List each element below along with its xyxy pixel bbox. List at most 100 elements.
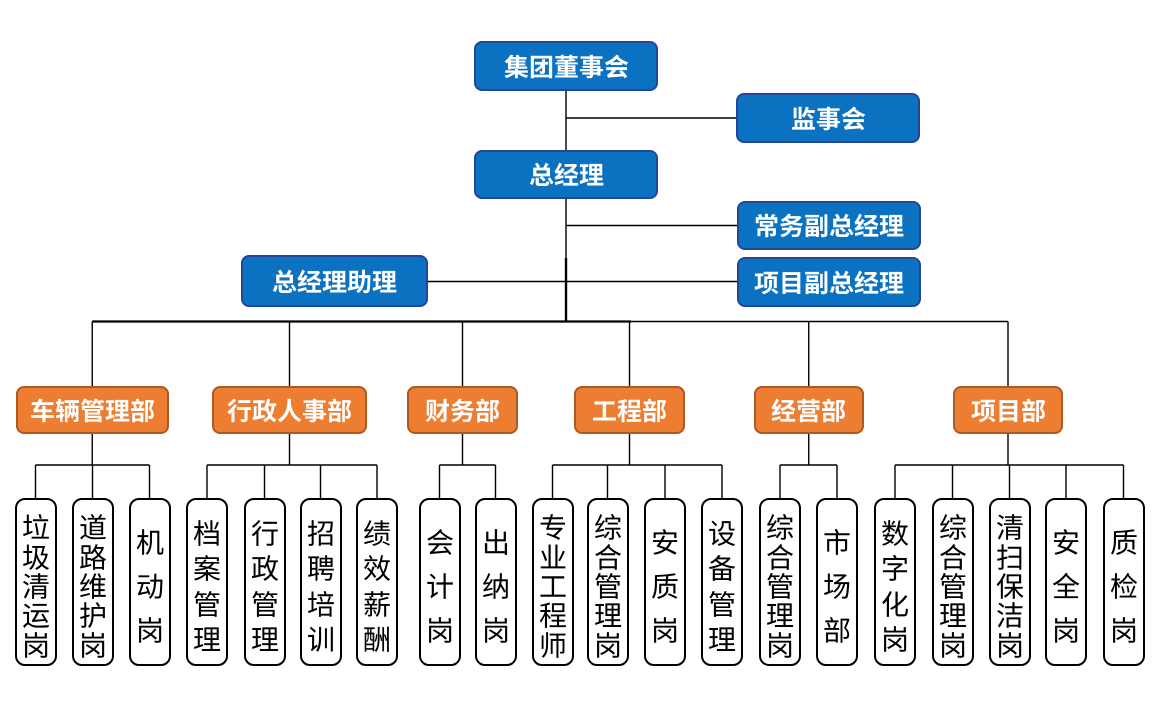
glyph-岗 xyxy=(484,617,507,643)
glyph-助 xyxy=(347,269,371,293)
department-node-admin-hr-dept xyxy=(212,386,367,434)
node-label xyxy=(818,500,856,664)
glyph-部 xyxy=(476,398,500,422)
glyph-营 xyxy=(797,398,820,422)
glyph-经 xyxy=(553,162,579,186)
glyph-薪 xyxy=(364,590,390,617)
glyph-管 xyxy=(80,398,104,422)
glyph-数 xyxy=(882,520,909,547)
node-label xyxy=(246,500,284,664)
glyph-经 xyxy=(854,213,879,237)
node-label xyxy=(425,398,500,423)
node-label xyxy=(358,500,396,664)
glyph-部 xyxy=(822,398,846,422)
position-node-project-dept-4 xyxy=(1045,498,1087,666)
glyph-综 xyxy=(767,514,794,541)
position-node-finance-dept-2 xyxy=(474,498,517,666)
glyph-安 xyxy=(652,529,678,555)
position-node-vehicle-management-dept-3 xyxy=(128,498,171,666)
glyph-纳 xyxy=(482,573,508,599)
glyph-政 xyxy=(251,555,278,582)
node-label xyxy=(970,398,1046,423)
glyph-运 xyxy=(22,603,49,629)
glyph-质 xyxy=(652,573,678,599)
position-node-vehicle-management-dept-2 xyxy=(71,498,114,666)
glyph-案 xyxy=(193,555,221,582)
position-node-operations-dept-2 xyxy=(816,498,858,666)
glyph-理 xyxy=(594,603,621,628)
node-label xyxy=(646,500,684,664)
glyph-计 xyxy=(426,573,453,599)
executive-node-board-of-directors xyxy=(474,41,658,91)
node-label xyxy=(188,500,226,664)
department-node-project-dept xyxy=(953,386,1063,434)
glyph-部 xyxy=(328,398,352,422)
node-label xyxy=(131,500,169,664)
glyph-质 xyxy=(1110,529,1137,555)
glyph-岗 xyxy=(596,631,619,658)
glyph-项 xyxy=(754,271,779,294)
glyph-财 xyxy=(425,398,450,422)
glyph-理 xyxy=(939,603,966,628)
glyph-保 xyxy=(996,573,1023,599)
node-label xyxy=(529,162,604,187)
node-label xyxy=(534,500,572,664)
glyph-洁 xyxy=(996,602,1022,629)
glyph-理 xyxy=(193,627,221,651)
node-label xyxy=(74,500,112,664)
position-node-project-dept-5 xyxy=(1102,498,1145,666)
glyph-合 xyxy=(767,543,794,570)
department-node-operations-dept xyxy=(754,386,864,434)
glyph-路 xyxy=(79,543,106,570)
glyph-清 xyxy=(996,514,1023,541)
glyph-事 xyxy=(579,54,603,78)
node-label xyxy=(771,398,846,423)
glyph-市 xyxy=(824,528,850,555)
glyph-全 xyxy=(1052,572,1080,599)
glyph-圾 xyxy=(22,544,49,570)
glyph-维 xyxy=(79,573,106,599)
glyph-岗 xyxy=(1112,617,1135,643)
glyph-设 xyxy=(709,520,735,547)
glyph-动 xyxy=(137,573,162,599)
glyph-扫 xyxy=(996,543,1021,570)
glyph-效 xyxy=(363,555,391,582)
glyph-政 xyxy=(252,398,277,422)
glyph-经 xyxy=(771,398,796,422)
glyph-会 xyxy=(841,106,865,130)
glyph-招 xyxy=(307,520,333,547)
glyph-会 xyxy=(604,54,628,78)
glyph-字 xyxy=(882,555,908,582)
glyph-岗 xyxy=(884,625,907,652)
node-label xyxy=(30,398,155,423)
glyph-经 xyxy=(297,269,322,293)
executive-node-executive-deputy-general-manager xyxy=(737,201,921,250)
glyph-团 xyxy=(530,55,552,78)
glyph-理 xyxy=(579,163,603,186)
glyph-总 xyxy=(829,270,854,294)
glyph-理 xyxy=(251,627,278,651)
glyph-理 xyxy=(766,603,794,628)
glyph-师 xyxy=(541,631,566,658)
executive-node-general-manager-assistant xyxy=(241,255,428,307)
glyph-部 xyxy=(824,617,850,643)
position-node-admin-hr-dept-4 xyxy=(356,498,398,666)
glyph-行 xyxy=(251,520,278,547)
position-node-finance-dept-1 xyxy=(418,498,461,666)
node-label xyxy=(302,500,340,664)
glyph-训 xyxy=(307,626,333,652)
position-node-project-dept-1 xyxy=(874,498,916,666)
position-node-engineering-dept-4 xyxy=(701,498,743,666)
glyph-车 xyxy=(30,398,54,422)
node-label xyxy=(227,398,352,423)
node-label xyxy=(791,106,866,131)
glyph-总 xyxy=(529,162,553,186)
node-label xyxy=(991,500,1029,664)
glyph-护 xyxy=(79,602,105,629)
glyph-出 xyxy=(484,529,507,555)
glyph-人 xyxy=(277,398,302,422)
glyph-岗 xyxy=(1055,617,1078,643)
glyph-合 xyxy=(939,543,966,570)
glyph-岗 xyxy=(654,617,677,643)
glyph-管 xyxy=(194,590,220,617)
